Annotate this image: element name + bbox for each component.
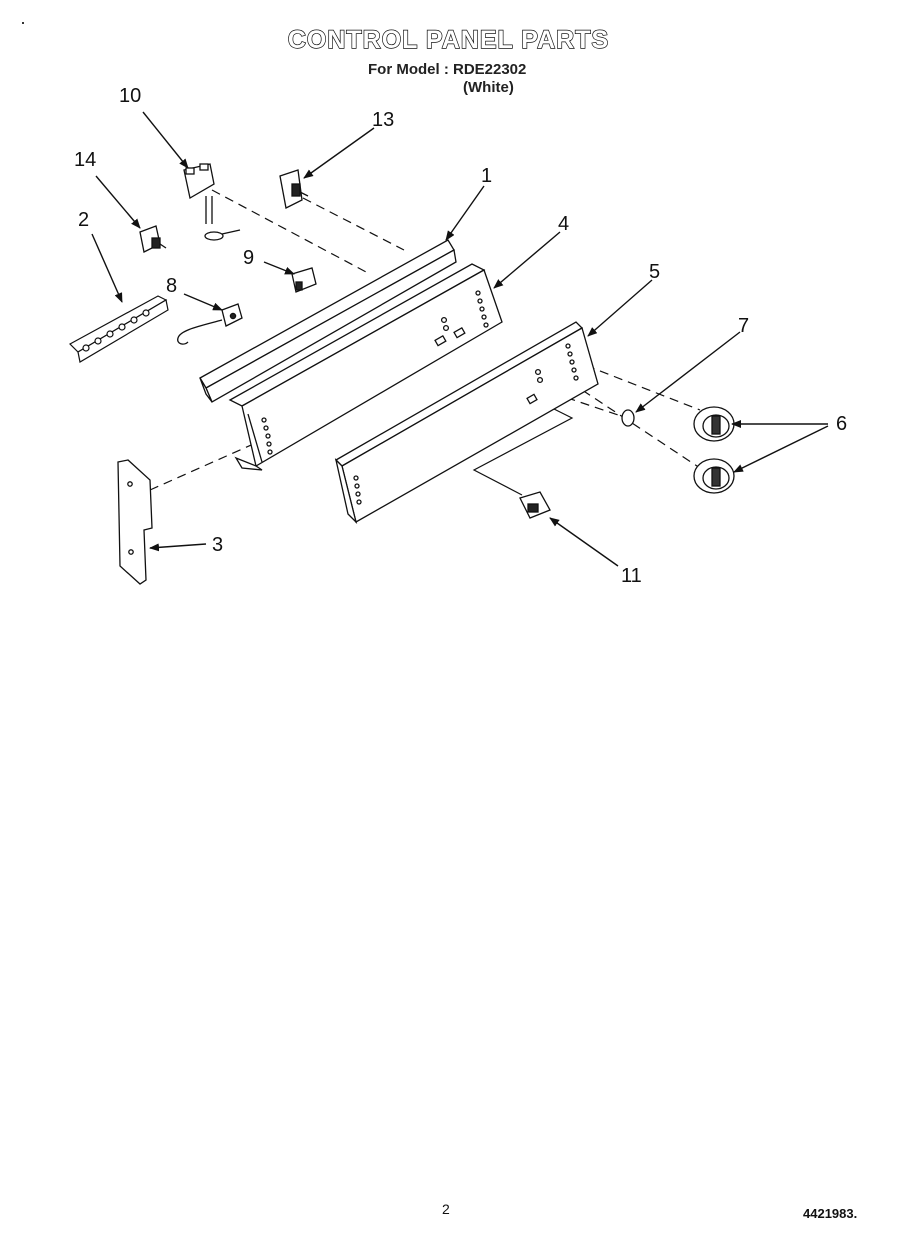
callout-8: 8 [166,275,177,297]
part-14-switch [139,225,167,253]
page-title: CONTROL PANEL PARTS [287,25,610,54]
part-3-side-bracket [117,459,153,585]
part-6-knob-upper [693,406,735,442]
scan-dot [22,22,24,24]
callout-11: 11 [621,565,642,587]
callout-5: 5 [649,261,660,283]
part-7-lens [621,409,635,427]
part-4-control-panel [228,263,503,471]
callout-2: 2 [78,209,89,231]
leader-lines [91,111,829,567]
model-line: For Model : RDE22302 [368,61,527,78]
part-11-connector [519,491,551,519]
document-number: 4421983. [803,1206,858,1221]
callout-10: 10 [119,85,141,107]
callout-13: 13 [372,109,394,131]
part-1-trim-channel [199,239,457,403]
part-5-back-panel [334,321,599,525]
part-13-switch [279,169,309,209]
callout-9: 9 [243,247,254,269]
callout-14: 14 [74,149,96,171]
callout-3: 3 [212,534,223,556]
part-8-lamp [177,303,243,345]
part-10-infinite-switch [183,163,241,241]
part-6-knob-lower [693,458,735,494]
color-line: (White) [463,79,514,96]
callout-4: 4 [558,213,569,235]
part-9-clip [291,267,317,293]
connector-guide-line [472,401,574,496]
callout-7: 7 [738,315,749,337]
page-number: 2 [442,1201,450,1217]
callout-6: 6 [836,413,847,435]
part-2-terminal-block [69,295,169,363]
callout-1: 1 [481,165,492,187]
